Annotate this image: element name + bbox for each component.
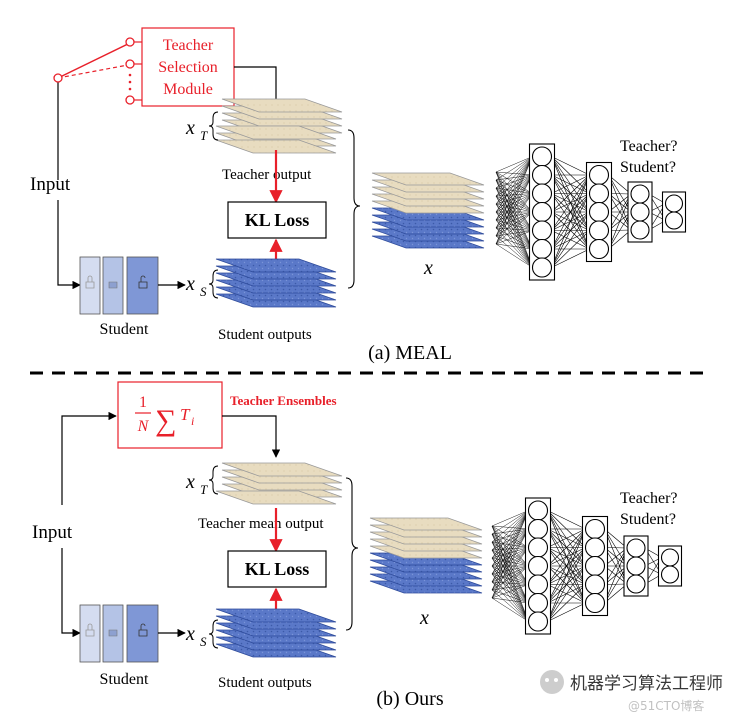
watermark-title: 机器学习算法工程师 <box>570 674 723 694</box>
student-network: Student <box>79 256 186 338</box>
network-node <box>527 555 549 577</box>
network-node <box>664 194 684 213</box>
student-label: Student <box>100 321 149 338</box>
mixed-output-stack <box>371 172 485 249</box>
ensemble-sum: ∑ <box>155 404 176 437</box>
teacher-mean-output-stack <box>215 462 343 505</box>
network-node <box>531 220 553 241</box>
network-node <box>531 257 553 278</box>
teacher-sub-b: T <box>200 482 208 497</box>
mixed-var-b: x <box>419 607 429 629</box>
network-node <box>584 518 606 540</box>
kl-loss-box-b <box>227 550 327 588</box>
network-node <box>588 238 610 260</box>
caption-a: (a) MEAL <box>368 342 452 364</box>
discriminator-network <box>495 143 687 281</box>
student-sub-b: S <box>200 634 207 649</box>
disc-label-2: Student? <box>620 159 676 176</box>
network-node <box>626 556 646 576</box>
network-node <box>588 183 610 204</box>
teacher-var-b: x <box>185 471 195 493</box>
teacher-selection-switch: Teacher Selection Module <box>53 27 281 180</box>
network-node <box>626 574 646 594</box>
watermark: 机器学习算法工程师 @51CTO博客 <box>540 670 723 713</box>
student-network-b: Student <box>79 604 186 688</box>
caption-b: (b) Ours <box>376 688 443 710</box>
student-var: x <box>185 273 195 295</box>
network-node <box>660 548 680 567</box>
network-node <box>588 220 610 241</box>
network-node <box>531 238 553 260</box>
network-node <box>584 537 606 558</box>
disc-label-1-b: Teacher? <box>620 490 678 507</box>
student-output-stack <box>215 258 337 308</box>
student-output-stack-b <box>215 608 337 658</box>
teacher-output-stack <box>215 98 343 154</box>
wechat-icon <box>540 670 564 694</box>
kl-loss-box <box>227 201 327 239</box>
kl-loss-label: KL Loss <box>245 210 310 230</box>
network-node <box>664 211 684 230</box>
mixed-var: x <box>423 257 433 279</box>
ensemble-sub: i <box>191 414 194 428</box>
selector-line-1: Teacher <box>163 37 214 54</box>
panel-ours: 1 N ∑ T i Teacher Ensembles Input Studen… <box>32 381 683 710</box>
mixed-output-stack-b <box>369 517 483 594</box>
network-node <box>527 537 549 558</box>
network-node <box>588 201 610 223</box>
network-node <box>588 164 610 186</box>
ensemble-num: 1 <box>139 394 147 411</box>
input-label-b: Input <box>32 522 73 543</box>
network-node <box>584 592 606 614</box>
network-node <box>531 183 553 204</box>
teacher-var: x <box>185 117 195 139</box>
selector-line-2: Selection <box>158 59 218 76</box>
ensemble-T: T <box>180 405 191 424</box>
network-node <box>630 184 650 204</box>
student-outputs-label: Student outputs <box>218 327 312 343</box>
ensemble-label: Teacher Ensembles <box>230 393 337 408</box>
network-node <box>626 538 646 558</box>
network-node <box>584 555 606 577</box>
student-label-b: Student <box>100 671 149 688</box>
ensemble-den: N <box>137 418 150 435</box>
network-node <box>527 500 549 521</box>
teacher-sub: T <box>200 128 208 143</box>
disc-label-2-b: Student? <box>620 511 676 528</box>
network-node <box>531 146 553 167</box>
selector-line-3: Module <box>163 81 213 98</box>
network-node <box>584 574 606 595</box>
network-node <box>527 611 549 632</box>
network-node <box>630 202 650 222</box>
panel-meal: Teacher Selection Module Input Student <box>30 27 687 364</box>
network-node <box>527 518 549 540</box>
ensemble-box <box>117 381 223 449</box>
student-outputs-label-b: Student outputs <box>218 675 312 691</box>
network-node <box>527 574 549 595</box>
kl-loss-label-b: KL Loss <box>245 559 310 579</box>
teacher-output-label: Teacher output <box>222 167 312 183</box>
student-sub: S <box>200 284 207 299</box>
network-node <box>531 201 553 223</box>
disc-label-1: Teacher? <box>620 138 678 155</box>
input-label: Input <box>30 174 71 195</box>
network-node <box>531 164 553 186</box>
network-node <box>660 565 680 584</box>
discriminator-network-b <box>491 497 683 635</box>
teacher-mean-output-label: Teacher mean output <box>198 516 324 532</box>
watermark-sub: @51CTO博客 <box>628 698 704 713</box>
teacher-selection-module-box <box>141 27 235 107</box>
student-var-b: x <box>185 623 195 645</box>
network-node <box>630 220 650 240</box>
network-node <box>527 592 549 614</box>
